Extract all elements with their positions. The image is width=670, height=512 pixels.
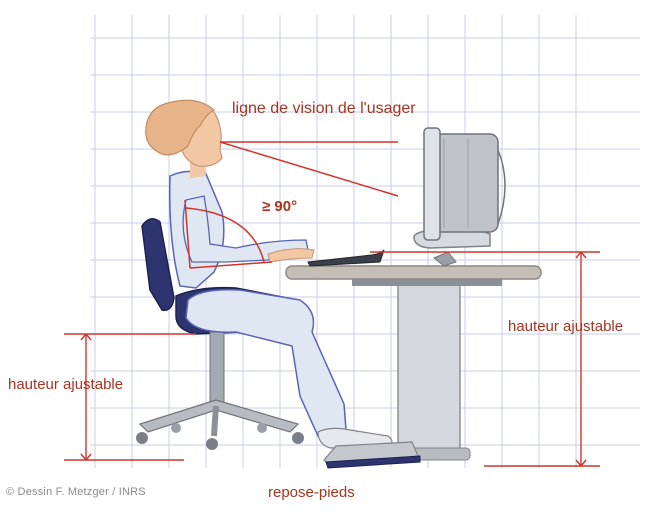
line-of-sight-marker: [220, 142, 398, 196]
footrest: [324, 442, 420, 468]
line-of-sight-label: ligne de vision de l'usager: [232, 100, 416, 118]
chair-height-dimension: [64, 334, 196, 460]
angle-label: ≥ 90°: [262, 198, 297, 215]
desk-height-label: hauteur ajustable: [508, 318, 623, 335]
footrest-label: repose-pieds: [268, 484, 355, 501]
credit-line: © Dessin F. Metzger / INRS: [6, 486, 146, 498]
chair-height-label: hauteur ajustable: [8, 376, 123, 393]
monitor: [414, 128, 505, 266]
